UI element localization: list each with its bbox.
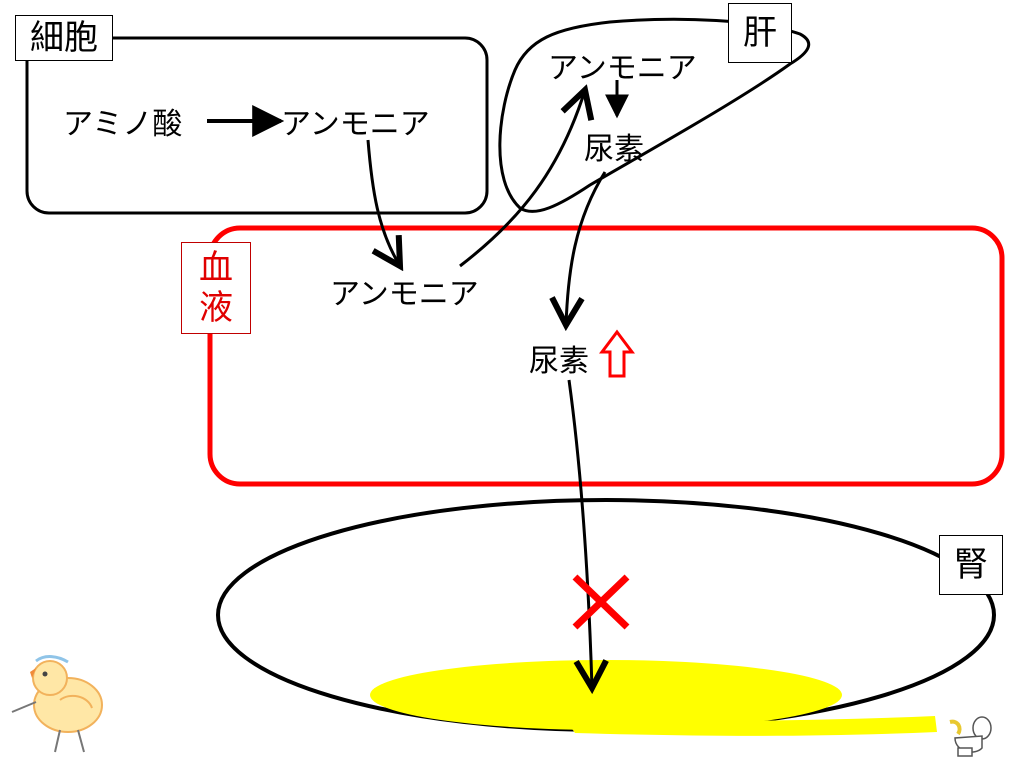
liver-ammonia-label: アンモニア bbox=[548, 51, 697, 86]
liver-urea-label: 尿素 bbox=[584, 132, 644, 167]
cell-compartment bbox=[25, 36, 489, 215]
cell-ammonia-label: アンモニア bbox=[281, 107, 430, 142]
cell-label: 細胞 bbox=[15, 15, 113, 61]
arrow-blood-ammonia-to-liver bbox=[459, 90, 585, 268]
arrow-blood-urea-to-kidney bbox=[567, 379, 592, 688]
arrow-liver-urea-to-blood bbox=[566, 171, 607, 325]
up-arrow-outline-icon bbox=[599, 329, 635, 378]
blood-ammonia-label: アンモニア bbox=[330, 277, 479, 312]
blood-label-line2: 液 bbox=[199, 288, 233, 328]
blood-urea-label: 尿素 bbox=[529, 344, 589, 379]
blood-compartment bbox=[207, 225, 1005, 487]
cell-amino-acid-label: アミノ酸 bbox=[63, 107, 183, 142]
toilet-icon bbox=[949, 716, 992, 757]
red-x-icon bbox=[572, 574, 630, 630]
liver-label: 肝 bbox=[728, 3, 792, 63]
kidney-label: 腎 bbox=[939, 535, 1003, 595]
urine-pool bbox=[370, 660, 842, 730]
chick-illustration bbox=[11, 655, 103, 753]
blood-label-line1: 血 bbox=[199, 248, 233, 288]
arrow-cell-ammonia-to-blood bbox=[366, 139, 400, 266]
blood-label: 血 液 bbox=[181, 242, 251, 334]
urine-outflow bbox=[570, 716, 937, 736]
